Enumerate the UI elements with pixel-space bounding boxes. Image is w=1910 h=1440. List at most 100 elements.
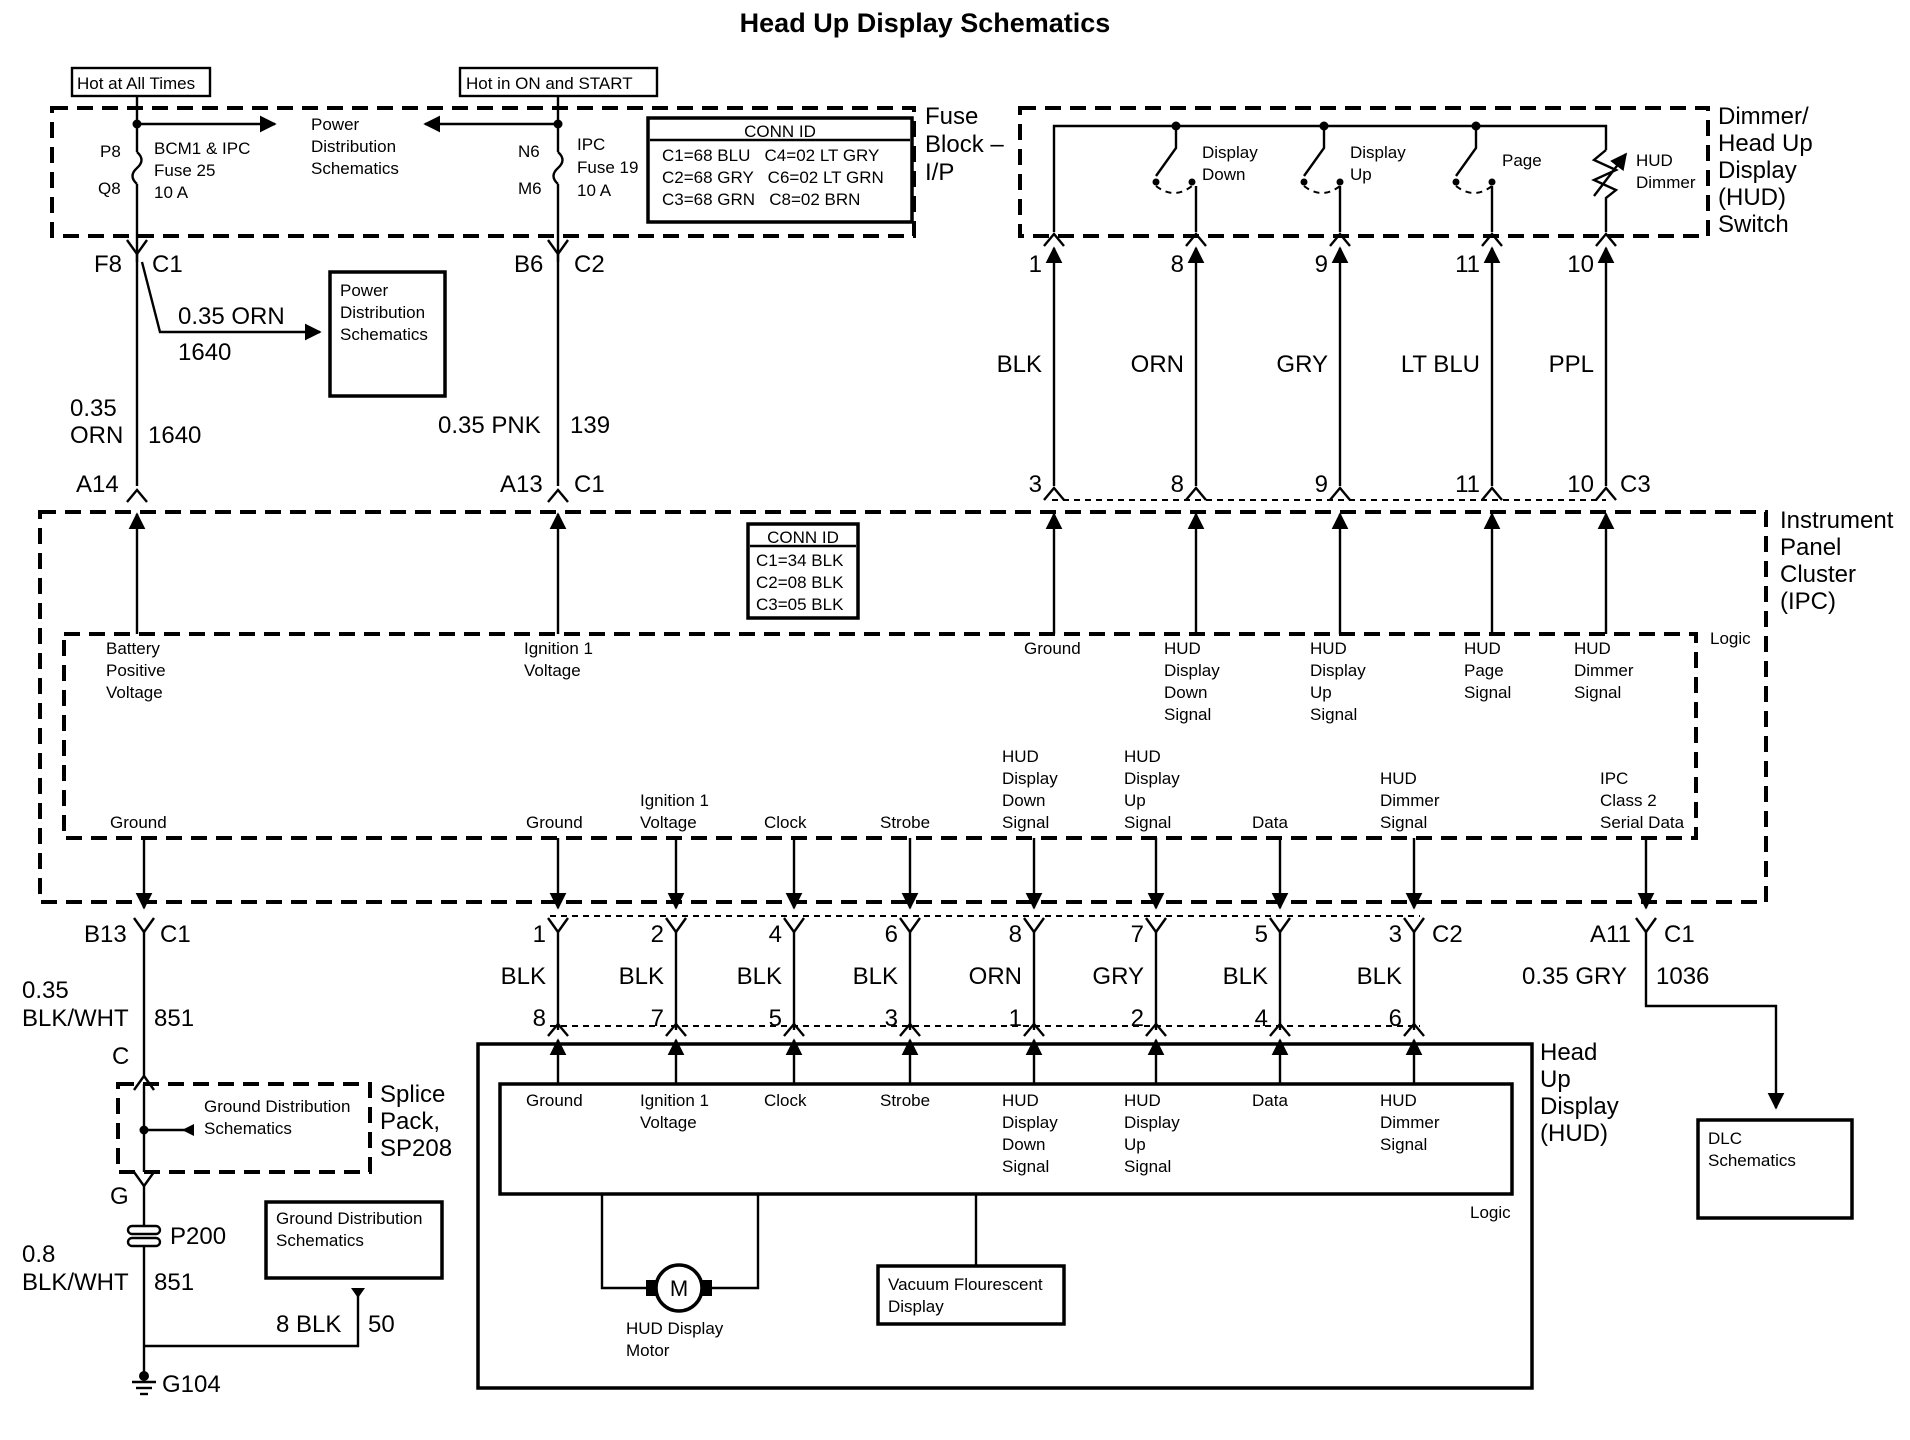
a11-connector-symbol <box>1635 917 1657 935</box>
svg-text:I/P: I/P <box>925 159 954 186</box>
orn-gauge-bottom: ORN <box>70 422 123 449</box>
svg-text:HUD Display: HUD Display <box>626 1319 724 1338</box>
harness-bottom-pin: 6 <box>1389 1005 1402 1032</box>
switch-bottom-pin: 11 <box>1455 471 1480 498</box>
ground-gauge2-top: 0.8 <box>22 1241 55 1268</box>
rheostat-wiper-arrow <box>1593 152 1628 197</box>
ipc-logic-label: Logic <box>1710 629 1751 648</box>
svg-text:Distribution: Distribution <box>311 137 396 156</box>
ipc-bottom-signal-label: Serial Data <box>1600 813 1685 832</box>
a14-pin: A14 <box>76 471 119 498</box>
ipc-c3-connector-symbol <box>1481 486 1503 501</box>
switch-common-bus <box>1052 124 1608 232</box>
g104-dot <box>139 1371 149 1381</box>
ipc-top-signal-label: HUD <box>1574 639 1611 658</box>
switch-connector-symbol <box>1043 232 1065 247</box>
svg-text:Up: Up <box>1540 1066 1571 1093</box>
ipc-c2-connector-symbol <box>783 917 805 935</box>
ipc-c3-connector-symbol <box>1595 486 1617 501</box>
ipc-top-signal-label: Dimmer <box>1574 661 1634 680</box>
hud-signal-label: HUD <box>1124 1091 1161 1110</box>
hud-signal-label: Down <box>1002 1135 1045 1154</box>
svg-text:Power: Power <box>311 115 360 134</box>
svg-text:Schematics: Schematics <box>1708 1151 1796 1170</box>
harness-bottom-pin: 5 <box>769 1005 782 1032</box>
splice-arrow <box>182 1124 194 1136</box>
hud-connector-symbol <box>1145 1022 1167 1037</box>
a13-pin: A13 <box>500 471 543 498</box>
ipc-bottom-signal-label: HUD <box>1380 769 1417 788</box>
ipc-top-signal-label: Signal <box>1164 705 1211 724</box>
harness-bottom-pin: 7 <box>651 1005 664 1032</box>
ipc-bottom-signal-label: Dimmer <box>1380 791 1440 810</box>
ipc-c2-connector-symbol <box>1023 917 1045 935</box>
bcm-fuse-symbol <box>131 151 143 185</box>
hud-label: Head Up Display (HUD) <box>1540 1039 1619 1147</box>
ipc-c2-connector-symbol <box>1145 917 1167 935</box>
ipc-c3-connector-symbol <box>1185 486 1207 501</box>
ipc-conn-id-rows: C1=34 BLK C2=08 BLK C3=05 BLK <box>756 551 844 614</box>
ipc-bottom-signal-label: Clock <box>764 813 807 832</box>
svg-text:Schematics: Schematics <box>340 325 428 344</box>
vfd-box <box>876 1264 1066 1326</box>
blk-circuit: 50 <box>368 1311 395 1338</box>
hud-signal-label: Ignition 1 <box>640 1091 709 1110</box>
hud-dimmer-rheostat <box>1591 149 1619 232</box>
pnk-gauge: 0.35 PNK <box>438 412 541 439</box>
ipc-c2-connector: C2 <box>1432 921 1463 948</box>
ipc-bottom-signal-label: Ground <box>110 813 167 832</box>
b13-connector-symbol <box>133 917 155 935</box>
svg-text:10 A: 10 A <box>577 181 612 200</box>
hud-motor-icon <box>654 1263 704 1313</box>
switch-wire-color: ORN <box>1131 351 1184 378</box>
svg-text:DLC: DLC <box>1708 1129 1742 1148</box>
ipc-c2-connector-symbol <box>1269 917 1291 935</box>
svg-text:SP208: SP208 <box>380 1135 452 1162</box>
ipc-bottom-signal-label: Voltage <box>640 813 697 832</box>
hud-signal-label: Signal <box>1124 1157 1171 1176</box>
orn-branch-arrow <box>140 261 322 341</box>
dlc-box-label: DLC Schematics <box>1708 1129 1796 1170</box>
ipc-top-signal-label: Voltage <box>524 661 581 680</box>
motor-wire-right <box>712 1194 760 1290</box>
hud-signal-label: Display <box>1002 1113 1058 1132</box>
harness-bottom-pin: 4 <box>1255 1005 1268 1032</box>
switch-contact-arm <box>1455 126 1478 177</box>
harness-wire-color: GRY <box>1092 963 1144 990</box>
switch-contact-label: Display <box>1202 143 1258 162</box>
harness-wire-color: BLK <box>501 963 546 990</box>
switch-contact-arm <box>1155 126 1178 177</box>
ipc-pin-n6: N6 <box>518 142 540 161</box>
power-dist-top-label: Power Distribution Schematics <box>311 115 399 178</box>
svg-text:Fuse 19: Fuse 19 <box>577 158 638 177</box>
ipc-c2-connector-symbol <box>547 917 569 935</box>
hud-signal-label: HUD <box>1002 1091 1039 1110</box>
ipc-c2-connector-symbol <box>1403 917 1425 935</box>
switch-contact-dot <box>1488 178 1496 186</box>
svg-text:Pack,: Pack, <box>380 1108 440 1135</box>
harness-wire-color: ORN <box>969 963 1022 990</box>
bcm-pin-p8: P8 <box>100 142 121 161</box>
switch-bottom-pin: 9 <box>1315 471 1328 498</box>
ipc-fuse-symbol <box>552 151 564 185</box>
svg-text:Ground Distribution: Ground Distribution <box>204 1097 350 1116</box>
switch-bottom-pin: 10 <box>1567 471 1594 498</box>
switch-top-pin: 10 <box>1567 251 1594 278</box>
ipc-bottom-signal-label: Data <box>1252 813 1288 832</box>
svg-text:Schematics: Schematics <box>276 1231 364 1250</box>
branch-gauge: 0.35 ORN <box>178 303 285 330</box>
p200-connector-symbol-lower <box>126 1236 162 1248</box>
hud-signal-label: Clock <box>764 1091 807 1110</box>
switch-bottom-pin: 3 <box>1029 471 1042 498</box>
splice-g-symbol <box>133 1171 155 1189</box>
svg-text:Display: Display <box>888 1297 944 1316</box>
switch-contact-label: Up <box>1350 165 1372 184</box>
ipc-conn-id-box <box>746 522 860 620</box>
harness-top-pin: 5 <box>1255 921 1268 948</box>
ipc-bottom-signal-label: Display <box>1124 769 1180 788</box>
svg-text:IPC: IPC <box>577 135 605 154</box>
hud-signal-label: Signal <box>1002 1157 1049 1176</box>
